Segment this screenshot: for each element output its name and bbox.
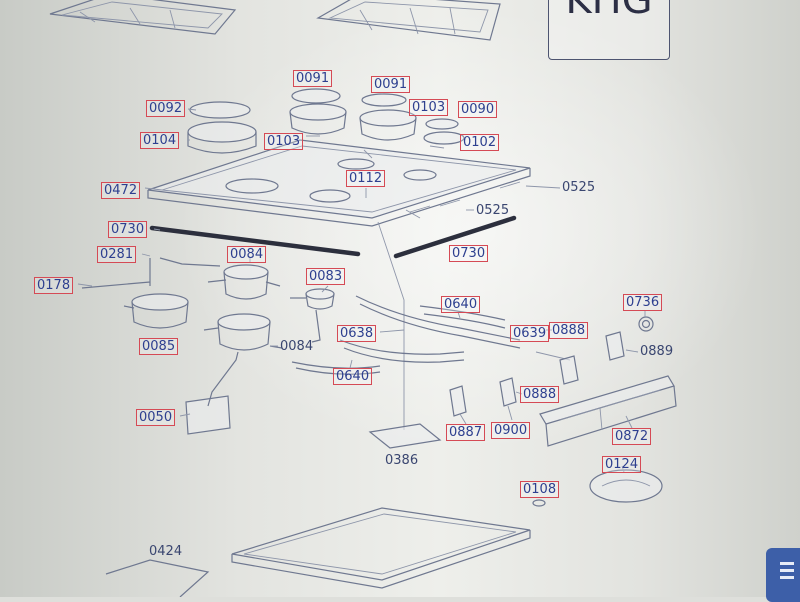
list-icon — [780, 562, 794, 565]
part-label-0092: 0092 — [146, 100, 186, 117]
part-label-0888-bottom: 0888 — [520, 386, 560, 403]
panel-0424 — [105, 559, 210, 597]
seal-strip-left — [149, 225, 361, 257]
pan-support-right — [316, 0, 501, 41]
part-label-0091-left: 0091 — [293, 70, 333, 87]
ignition-unit-0050 — [185, 351, 239, 435]
part-label-0472: 0472 — [101, 182, 141, 199]
burner-cap-0091-left — [289, 88, 347, 135]
part-label-0638: 0638 — [337, 325, 377, 342]
part-label-0103-mid: 0103 — [264, 133, 304, 150]
part-label-0525-right: 0525 — [562, 180, 596, 195]
part-label-0178: 0178 — [34, 277, 74, 294]
model-label: KHG — [565, 0, 653, 23]
gas-valve-0085 — [123, 293, 189, 329]
leader-lines — [77, 108, 646, 473]
base-tray — [231, 507, 531, 589]
burner-cap-0090 — [423, 118, 465, 145]
part-label-0102: 0102 — [460, 134, 500, 151]
seal-strip-right — [393, 215, 517, 259]
clip-parts — [449, 316, 654, 417]
part-label-0108: 0108 — [520, 481, 560, 498]
part-label-0090: 0090 — [458, 101, 498, 118]
injector-0083 — [290, 288, 335, 310]
cover-0124 — [589, 469, 663, 503]
control-panel-bracket-0872 — [539, 375, 677, 447]
part-label-0281: 0281 — [97, 246, 137, 263]
hob-top-plate — [147, 139, 531, 227]
list-view-button[interactable] — [766, 548, 800, 602]
part-label-0887: 0887 — [446, 424, 486, 441]
part-label-0091-right: 0091 — [371, 76, 411, 93]
part-label-0112: 0112 — [346, 170, 386, 187]
part-label-0124: 0124 — [602, 456, 642, 473]
part-label-0640-top: 0640 — [441, 296, 481, 313]
part-label-0730-left: 0730 — [108, 221, 148, 238]
part-label-0900: 0900 — [491, 422, 531, 439]
part-label-0085: 0085 — [139, 338, 179, 355]
part-label-0872: 0872 — [612, 428, 652, 445]
part-label-0104: 0104 — [140, 132, 180, 149]
part-label-0386: 0386 — [385, 453, 419, 468]
pan-support-left — [49, 0, 237, 35]
part-label-0888-top: 0888 — [549, 322, 589, 339]
burner-cap-0091-right — [359, 93, 417, 141]
part-label-0639: 0639 — [510, 325, 550, 342]
bracket-0386 — [368, 423, 442, 449]
gas-valve-0084-bottom — [203, 313, 283, 351]
part-label-0084-top: 0084 — [227, 246, 267, 263]
part-label-0084-bottom: 0084 — [280, 339, 314, 354]
part-label-0889: 0889 — [640, 344, 674, 359]
part-label-0736: 0736 — [623, 294, 663, 311]
part-label-0640-bottom: 0640 — [333, 368, 373, 385]
gas-valve-0084-top — [207, 264, 281, 300]
nut-0108 — [532, 499, 546, 507]
part-label-0050: 0050 — [136, 409, 176, 426]
model-label-box: KHG — [548, 0, 670, 60]
burner-cap-0092 — [187, 101, 257, 154]
part-label-0424: 0424 — [149, 544, 183, 559]
part-label-0525-mid: 0525 — [476, 203, 510, 218]
part-label-0103-top: 0103 — [409, 99, 449, 116]
part-label-0730-right: 0730 — [449, 245, 489, 262]
part-label-0083: 0083 — [306, 268, 346, 285]
